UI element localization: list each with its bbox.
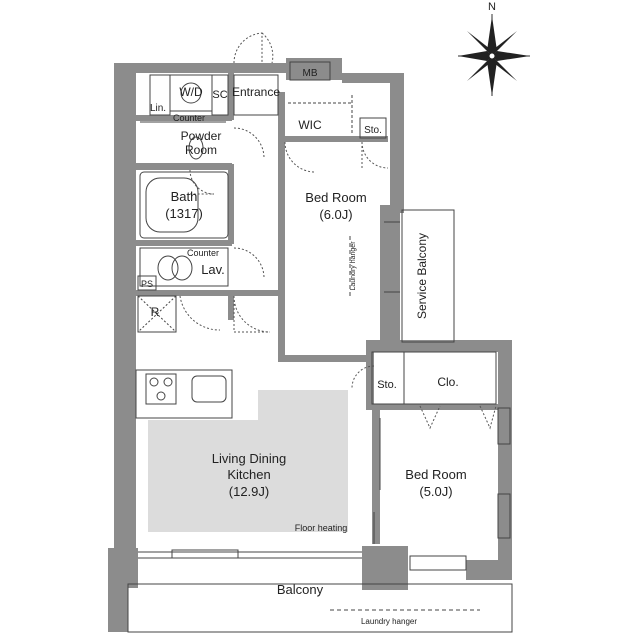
bath-label-line2: (1317)	[165, 206, 203, 221]
balcony-label: Balcony	[277, 582, 324, 597]
clo-label: Clo.	[437, 375, 458, 389]
laundry-hanger-balcony-label: Laundry hanger	[361, 617, 417, 626]
lav-label: Lav.	[201, 262, 225, 277]
ps-label: PS	[141, 279, 153, 289]
floor-heating-label: Floor heating	[295, 523, 348, 533]
compass-north-label: N	[488, 1, 496, 13]
sto-lower-label: Sto.	[377, 379, 397, 391]
refrigerator-label: R	[151, 305, 160, 319]
powder-room-label-line1: Powder	[181, 129, 222, 143]
bed-room-a-label-line1: Bed Room	[305, 190, 366, 205]
powder-room-label-line2: Room	[185, 143, 217, 157]
fixture-lines	[127, 61, 513, 633]
bath-label-line1: Bath	[171, 189, 198, 204]
exterior-walls	[108, 58, 512, 632]
wic-label: WIC	[298, 118, 322, 132]
room-labels: W/D SC Entrance MB Lin. Counter Powder R…	[141, 68, 467, 626]
ldk-label-line1: Living Dining	[212, 451, 286, 466]
bed-room-a-label-line2: (6.0J)	[319, 207, 352, 222]
bed-room-b-label-line1: Bed Room	[405, 467, 466, 482]
mb-label: MB	[303, 68, 318, 79]
laundry-hanger-vertical-label: Laundry hanger	[350, 241, 357, 291]
floor-heating-area	[148, 390, 348, 532]
service-balcony-label: Service Balcony	[415, 233, 429, 319]
sc-label: SC	[212, 89, 227, 101]
sto-upper-label: Sto.	[364, 125, 382, 136]
entrance-label: Entrance	[232, 85, 280, 99]
door-swings	[179, 32, 497, 430]
lin-label: Lin.	[150, 103, 166, 114]
wd-label: W/D	[179, 85, 203, 99]
ldk-label-line2: Kitchen	[227, 467, 270, 482]
counter-mid-label: Counter	[187, 248, 219, 258]
counter-top-label: Counter	[173, 113, 205, 123]
ldk-label-line3: (12.9J)	[229, 484, 269, 499]
compass-rose-icon: N	[458, 1, 530, 96]
interior-walls	[136, 73, 498, 544]
bed-room-b-label-line2: (5.0J)	[419, 484, 452, 499]
